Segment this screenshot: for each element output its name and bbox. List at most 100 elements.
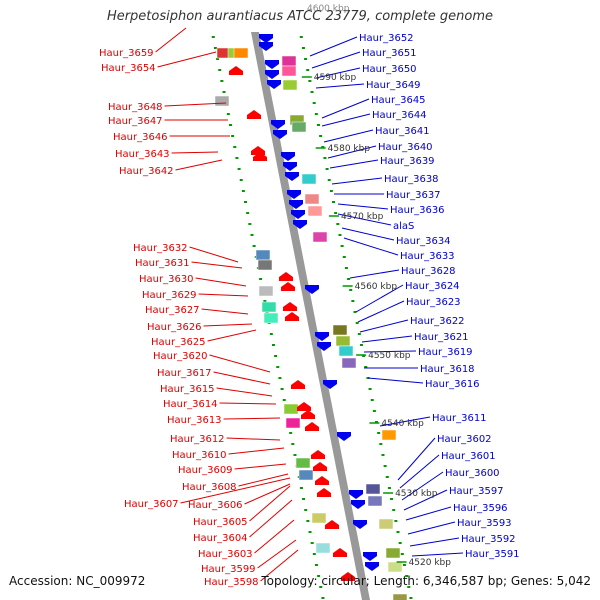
track-tick bbox=[241, 190, 245, 192]
right-gene-label: Haur_3650 bbox=[362, 64, 417, 75]
track-tick bbox=[325, 168, 329, 170]
track-tick bbox=[299, 36, 303, 38]
left-callout-line bbox=[171, 151, 219, 154]
right-gene-label: Haur_3619 bbox=[418, 347, 473, 358]
left-callout-line bbox=[180, 477, 291, 504]
right-callout-line bbox=[411, 552, 464, 557]
right-callout-line bbox=[349, 269, 400, 279]
right-callout-line bbox=[367, 377, 424, 384]
left-callout-line bbox=[195, 277, 247, 287]
reverse-gene-arrow bbox=[349, 490, 363, 499]
track-tick bbox=[357, 333, 361, 335]
left-callout-line bbox=[234, 463, 287, 470]
reverse-gene-arrow bbox=[271, 120, 285, 129]
right-callout-line bbox=[403, 489, 448, 511]
track-tick bbox=[334, 212, 338, 214]
right-callout-line bbox=[399, 454, 440, 489]
scale-label: 4550 kbp bbox=[368, 351, 411, 361]
right-callout-line bbox=[327, 145, 377, 159]
right-gene-label: Haur_3639 bbox=[380, 156, 435, 167]
track-tick bbox=[383, 465, 387, 467]
track-tick bbox=[276, 366, 280, 368]
left-gene-label: Haur_3606 bbox=[188, 500, 243, 511]
track-tick bbox=[347, 278, 351, 280]
track-tick bbox=[321, 146, 325, 148]
right-gene-label: Haur_3623 bbox=[406, 297, 461, 308]
left-callout-line bbox=[207, 329, 257, 342]
right-gene-label: Haur_3649 bbox=[366, 80, 421, 91]
track-tick bbox=[314, 564, 318, 566]
track-tick bbox=[338, 234, 342, 236]
forward-gene-arrow bbox=[317, 488, 331, 497]
forward-gene-arrow bbox=[325, 520, 339, 529]
left-gene-label: Haur_3629 bbox=[142, 290, 197, 301]
feature-tile bbox=[214, 95, 230, 107]
track-tick bbox=[375, 421, 379, 423]
left-gene-label: Haur_3603 bbox=[198, 549, 253, 560]
track-tick bbox=[304, 509, 308, 511]
feature-tile bbox=[385, 547, 401, 559]
reverse-gene-arrow bbox=[259, 34, 273, 43]
forward-gene-arrow bbox=[311, 450, 325, 459]
track-tick bbox=[372, 410, 376, 412]
feature-tile bbox=[307, 205, 323, 217]
track-tick bbox=[304, 58, 308, 60]
forward-gene-arrow bbox=[291, 380, 305, 389]
left-callout-lines bbox=[155, 27, 299, 582]
left-gene-label: Haur_3605 bbox=[193, 517, 248, 528]
scale-label: 4570 kbp bbox=[341, 212, 384, 222]
track-tick bbox=[293, 454, 297, 456]
right-gene-label: Haur_3600 bbox=[445, 468, 500, 479]
left-gene-label: Haur_3648 bbox=[108, 102, 163, 113]
right-callout-line bbox=[337, 213, 392, 226]
left-callout-line bbox=[219, 402, 277, 405]
track-tick bbox=[239, 179, 243, 181]
track-tick bbox=[291, 443, 295, 445]
track-tick bbox=[289, 432, 293, 434]
reverse-gene-arrow bbox=[289, 200, 303, 209]
left-callout-line bbox=[203, 323, 253, 327]
track-tick bbox=[218, 69, 222, 71]
track-tick bbox=[228, 124, 232, 126]
left-callout-line bbox=[223, 417, 281, 420]
right-callout-line bbox=[321, 98, 370, 119]
reverse-gene-arrow bbox=[363, 552, 377, 561]
track-tick bbox=[211, 36, 215, 38]
right-callout-line bbox=[409, 537, 460, 547]
track-tick bbox=[216, 58, 220, 60]
forward-gene-arrow bbox=[341, 572, 355, 581]
reverse-gene-arrow bbox=[265, 70, 279, 79]
right-callout-line bbox=[407, 521, 456, 535]
feature-tile bbox=[332, 324, 348, 336]
right-callout-line bbox=[329, 159, 379, 169]
left-gene-label: Haur_3625 bbox=[151, 337, 206, 348]
feature-tile bbox=[338, 345, 354, 357]
forward-gene-arrow bbox=[315, 476, 329, 485]
left-gene-label: Haur_3608 bbox=[182, 482, 237, 493]
reverse-gene-arrow bbox=[365, 562, 379, 571]
left-gene-label: Haur_3612 bbox=[170, 434, 225, 445]
track-tick bbox=[344, 267, 348, 269]
track-tick bbox=[244, 201, 248, 203]
reverse-gene-arrow bbox=[353, 520, 367, 529]
track-tick bbox=[222, 91, 226, 93]
right-gene-label: Haur_3640 bbox=[378, 142, 433, 153]
left-gene-label: Haur_3609 bbox=[178, 465, 233, 476]
reverse-gene-arrow bbox=[323, 380, 337, 389]
right-callout-line bbox=[315, 83, 365, 89]
track-tick bbox=[349, 289, 353, 291]
track-tick bbox=[377, 432, 381, 434]
track-tick bbox=[308, 80, 312, 82]
feature-tile bbox=[233, 47, 249, 59]
track-tick bbox=[299, 487, 303, 489]
track-tick bbox=[259, 278, 263, 280]
reverse-gene-arrow bbox=[287, 190, 301, 199]
figure-title: Herpetosiphon aurantiacus ATCC 23779, co… bbox=[106, 9, 494, 24]
track-tick bbox=[390, 498, 394, 500]
left-callout-line bbox=[201, 308, 249, 315]
track-tick bbox=[332, 201, 336, 203]
track-tick bbox=[282, 399, 286, 401]
left-callout-line bbox=[257, 539, 297, 569]
